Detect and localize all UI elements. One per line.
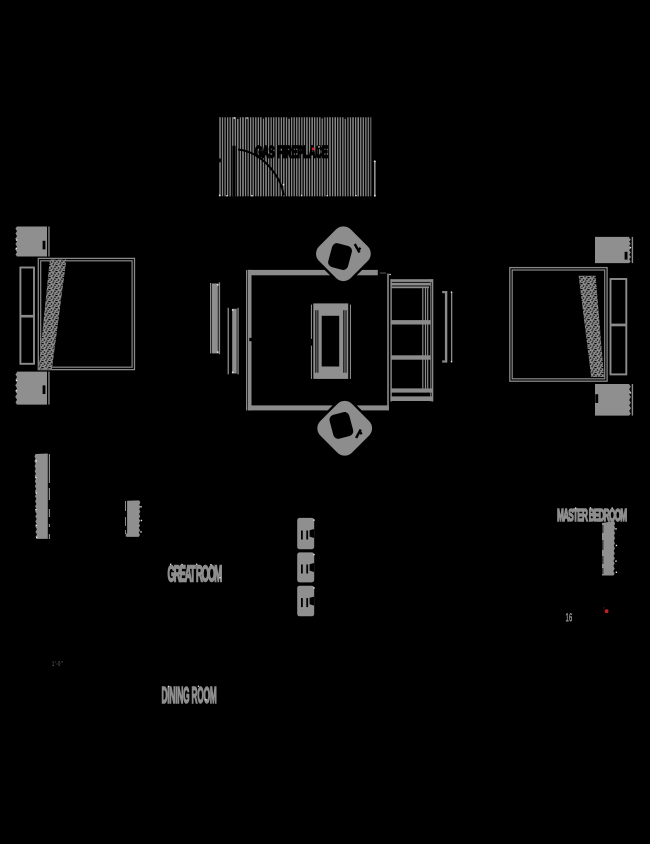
fireplace-label: GAS FIREPLACE: [255, 143, 328, 162]
small-symbol-1: [297, 517, 315, 550]
wall-strip-right: [602, 521, 618, 576]
bed-left-pillows: [19, 266, 35, 365]
room-label-3: MASTER BEDROOM: [557, 504, 627, 525]
wall-strip-left: [34, 453, 50, 539]
red-point-marker: [603, 607, 609, 614]
small-symbol-3: [297, 585, 315, 617]
rug: [246, 269, 391, 411]
hatch-gap-line: [232, 145, 236, 197]
bed-right-bottom-block: [595, 384, 631, 416]
console-left-upper: [210, 282, 221, 355]
bed-right-frame: [509, 266, 608, 382]
room-label-2: DINING ROOM: [161, 682, 216, 709]
wall-strip-mid: [125, 500, 143, 537]
red-mark-label: [311, 147, 315, 151]
bed-right: [509, 236, 634, 416]
fireplace-hatch: GAS FIREPLACE: [218, 117, 376, 197]
label-highlight-specks: [168, 507, 613, 701]
small-symbol-2: [297, 552, 315, 583]
bed-right-fold: [578, 275, 604, 377]
room-label-1: GREAT ROOM: [167, 561, 222, 587]
side-table-right: [442, 291, 453, 363]
leader-line: [237, 148, 285, 196]
coffee-table: [310, 303, 351, 379]
bed-right-pillows: [609, 278, 628, 376]
bed-left-fold: [38, 259, 67, 370]
small-note: 1'-0": [52, 661, 63, 668]
bed-left-top-block: [15, 226, 47, 257]
sofa: [390, 279, 434, 402]
console-left-lower: [227, 307, 239, 375]
small-symbols: [297, 517, 315, 617]
bed-left-frame: [37, 257, 136, 371]
bed-left-bottom-block: [15, 371, 47, 405]
bed-left: [15, 226, 136, 405]
point-note: 16: [565, 611, 572, 625]
bed-right-top-block: [595, 236, 631, 264]
